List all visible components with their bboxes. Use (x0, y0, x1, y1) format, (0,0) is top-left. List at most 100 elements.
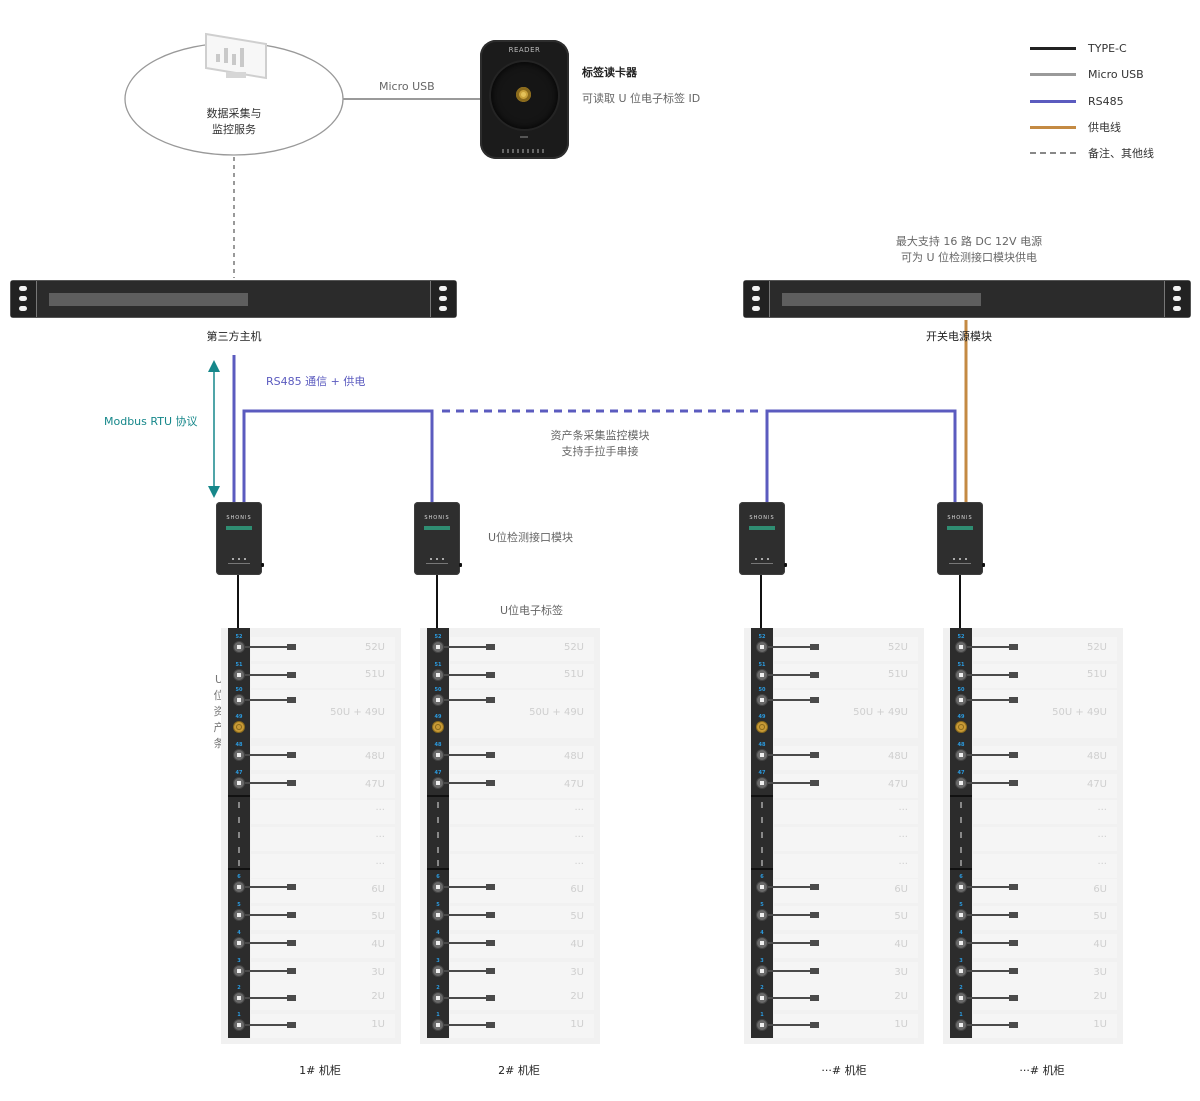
collector-note-line2: 支持手拉手串接 (561, 445, 639, 458)
tag-wire (245, 1024, 287, 1026)
strip-divider (950, 868, 972, 870)
electronic-tag-icon (1009, 752, 1018, 758)
strip-divider (751, 868, 773, 870)
u-slot-label: 52U (364, 642, 385, 653)
tag-wire (967, 699, 1009, 701)
electronic-tag-icon (287, 940, 296, 946)
u-slot-label: 5U (371, 911, 385, 922)
strip-label-char: 产 (213, 721, 225, 734)
interface-module-3: SHONIS (739, 502, 787, 575)
u-slot: ··· (450, 800, 594, 824)
u-number: 1 (959, 1012, 963, 1018)
electronic-tag-icon (486, 672, 495, 678)
rs485-label: RS485 通信 + 供电 (266, 375, 366, 388)
u-slot-label: 52U (1086, 642, 1107, 653)
electronic-tag-icon (287, 1022, 296, 1028)
reader-antenna (491, 62, 558, 129)
electronic-tag-icon (486, 995, 495, 1001)
module-port (459, 563, 462, 567)
u-slot: 3U (774, 962, 918, 986)
u-slot: 50U + 49U (774, 690, 918, 738)
host-rack-unit (10, 280, 457, 318)
legend-label: Micro USB (1088, 67, 1144, 81)
u-number: 52 (434, 634, 442, 640)
reader-led (520, 136, 528, 138)
u-sensor-icon (956, 993, 966, 1003)
u-sensor-icon (757, 750, 767, 760)
electronic-tag-icon (287, 912, 296, 918)
electronic-tag-icon (810, 752, 819, 758)
u-slot: 6U (973, 879, 1117, 903)
u-sensor-icon (757, 910, 767, 920)
u-sensor-icon (433, 778, 443, 788)
cabinet-label-4: ···# 机柜 (1019, 1064, 1065, 1077)
u-slot: ··· (774, 800, 918, 824)
interface-module-4: SHONIS (937, 502, 985, 575)
module-brand: SHONIS (226, 515, 252, 521)
electronic-tag-icon (1009, 1022, 1018, 1028)
u-number: 1 (237, 1012, 241, 1018)
u-slot-label: ··· (574, 805, 584, 816)
u-sensor-icon (956, 695, 966, 705)
tag-wire (245, 674, 287, 676)
u-slot: 51U (774, 664, 918, 688)
u-number: 5 (436, 902, 440, 908)
tag-wire (444, 886, 486, 888)
u-sensor-icon (433, 966, 443, 976)
u-number: 3 (760, 958, 764, 964)
u-number: 6 (760, 874, 764, 880)
tag-wire (245, 699, 287, 701)
u-sensor-icon (234, 910, 244, 920)
u-slot: ··· (450, 854, 594, 878)
u-slot-label: 6U (570, 884, 584, 895)
u-number: 51 (758, 662, 766, 668)
u-slot: ··· (251, 800, 395, 824)
u-sensor-icon (757, 993, 767, 1003)
rack-ear-right (1164, 281, 1190, 317)
u-sensor-icon (433, 642, 443, 652)
legend-swatch (1030, 46, 1076, 50)
electronic-tag-icon (1009, 697, 1018, 703)
u-number: 51 (434, 662, 442, 668)
u-slot: 5U (450, 906, 594, 930)
u-slot-label: 2U (894, 991, 908, 1002)
rack-ear-right (430, 281, 456, 317)
u-number: 52 (235, 634, 243, 640)
rs485-chain-line-1 (242, 409, 434, 502)
u-sensor-icon (234, 882, 244, 892)
tag-wire (245, 997, 287, 999)
u-slot-label: ··· (1097, 832, 1107, 843)
u-slot-label: 48U (887, 751, 908, 762)
u-slot: 50U + 49U (973, 690, 1117, 738)
u-slot-label: 5U (1093, 911, 1107, 922)
u-slot-label: 47U (364, 779, 385, 790)
electronic-tag-icon (810, 884, 819, 890)
u-slot: 50U + 49U (450, 690, 594, 738)
module-leds (755, 558, 771, 560)
u-slot: 4U (251, 934, 395, 958)
rs485-chain-line-2 (765, 409, 957, 502)
tag-wire (967, 997, 1009, 999)
strip-gap-dash (238, 847, 240, 853)
legend-label: 供电线 (1088, 121, 1121, 134)
u-slot: 51U (450, 664, 594, 688)
u-slot-label: 2U (570, 991, 584, 1002)
u-slot-label: 3U (894, 967, 908, 978)
micro-usb-label: Micro USB (379, 80, 435, 93)
tag-wire (444, 1024, 486, 1026)
strip-gap-dash (437, 860, 439, 866)
tag-wire (768, 886, 810, 888)
interface-module-2: SHONIS (414, 502, 462, 575)
u-slot-label: 50U + 49U (330, 707, 385, 718)
collector-note-line1: 资产条采集监控模块 (550, 429, 650, 442)
u-slot-label: ··· (898, 805, 908, 816)
electronic-tag-icon (810, 968, 819, 974)
u-slot: ··· (774, 827, 918, 851)
u-sensor-icon (234, 966, 244, 976)
electronic-tag-icon (810, 697, 819, 703)
u-sensor-icon (757, 670, 767, 680)
strip-divider (751, 795, 773, 797)
